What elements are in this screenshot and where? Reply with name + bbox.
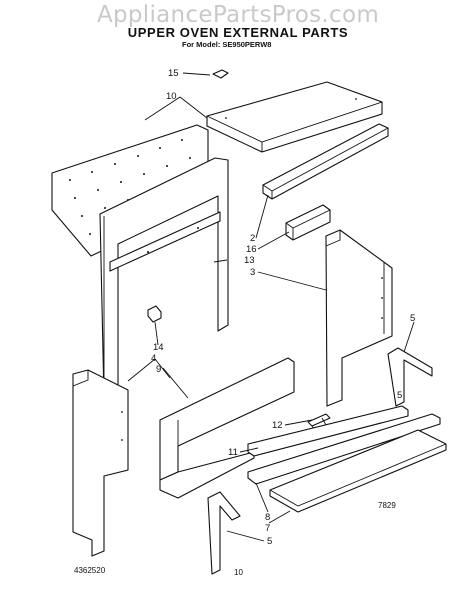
callout-12: 12: [272, 420, 283, 431]
callout-10: 10: [166, 91, 177, 102]
part-5-right-trim: [387, 347, 433, 407]
part-2-upper-rail: [262, 123, 389, 200]
part-16-bracket: [285, 204, 331, 241]
callout-8: 8: [265, 512, 270, 523]
diagram-title: UPPER OVEN EXTERNAL PARTS: [127, 25, 349, 40]
callout-5-right: 5: [410, 313, 415, 324]
part-10-top-panel: [206, 81, 383, 153]
callout-7: 7: [265, 523, 270, 534]
part-5-lower-trim: [207, 491, 241, 575]
callout-15: 15: [168, 68, 179, 79]
callout-11: 11: [228, 447, 238, 458]
part-3-side-panel: [325, 229, 393, 407]
part-14-clip: [147, 305, 162, 323]
part-11-rail: [247, 405, 409, 457]
callout-9: 9: [156, 364, 161, 375]
figure-code: 7829: [378, 501, 396, 510]
part-9-lower-housing: [159, 357, 295, 499]
callout-labels: 15 10 2 16 13 3 14 4 9 12 11 5 5 8 7 5: [151, 68, 415, 547]
part-8-lower-channel: [247, 413, 441, 485]
callout-3: 3: [250, 267, 255, 278]
callout-16: 16: [246, 244, 257, 255]
watermark: AppliancePartsPros.com: [96, 2, 380, 28]
callout-2: 2: [250, 233, 255, 244]
leader-lines: [127, 72, 415, 542]
page-number: 10: [234, 568, 243, 577]
part-15-clip: [212, 69, 229, 79]
callout-13: 13: [244, 255, 255, 266]
callout-5-bottom: 5: [267, 536, 272, 547]
callout-4: 4: [151, 353, 156, 364]
part-4-left-panel: [72, 369, 129, 557]
document-number: 4362520: [74, 566, 106, 575]
callout-5-mid: 5: [397, 390, 402, 401]
callout-14: 14: [153, 342, 164, 353]
model-line: For Model: SE950PERW8: [182, 40, 272, 49]
part-7-kick-panel: [269, 429, 447, 513]
